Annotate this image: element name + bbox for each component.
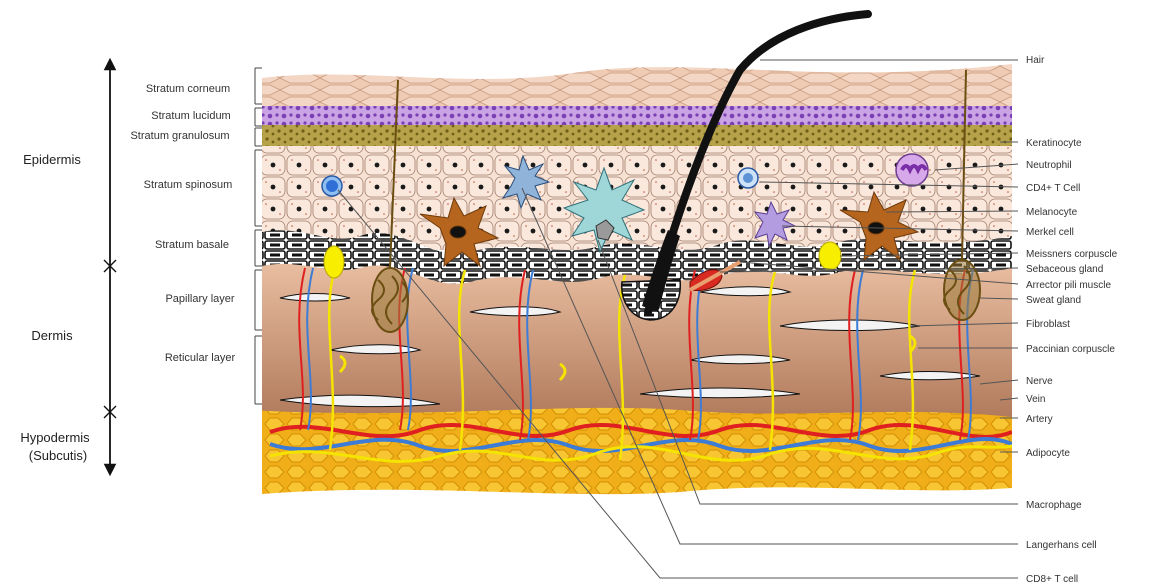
label-langerhans-cell: Langerhans cell [1026,540,1097,551]
meissners-corpuscle-right [819,242,841,270]
label-keratinocyte: Keratinocyte [1026,138,1082,149]
label-sebaceous-gland: Sebaceous gland [1026,264,1103,275]
layer-brackets [255,68,262,404]
layer-label-reticular: Reticular layer [165,352,236,364]
layer-label-stratum-granulosum: Stratum granulosum [130,130,229,142]
layer-label-stratum-lucidum: Stratum lucidum [151,110,230,122]
skin-cross-section [250,60,1020,505]
label-sweat-gland: Sweat gland [1026,295,1081,306]
label-fibroblast: Fibroblast [1026,319,1070,330]
label-vein: Vein [1026,394,1045,405]
adipocyte-layer [250,405,1020,505]
region-label-epidermis: Epidermis [23,152,81,167]
label-nerve: Nerve [1026,376,1053,387]
label-cd4-t-cell: CD4+ T Cell [1026,183,1080,194]
label-neutrophil: Neutrophil [1026,160,1072,171]
label-melanocyte: Melanocyte [1026,207,1078,218]
structure-labels: Hair Keratinocyte Neutrophil CD4+ T Cell… [1026,55,1118,585]
layer-label-stratum-corneum: Stratum corneum [146,83,230,95]
label-arrector-pili-muscle: Arrector pili muscle [1026,280,1111,291]
layer-labels: Stratum corneum Stratum lucidum Stratum … [130,83,235,364]
label-merkel-cell: Merkel cell [1026,227,1074,238]
label-macrophage: Macrophage [1026,500,1082,511]
stratum-lucidum-layer [250,103,1020,125]
layer-label-stratum-basale: Stratum basale [155,239,229,251]
stratum-granulosum-layer [250,122,1020,146]
region-label-subcutis: (Subcutis) [29,448,88,463]
region-label-hypodermis: Hypodermis [20,430,90,445]
layer-label-papillary: Papillary layer [165,293,234,305]
label-cd8-t-cell: CD8+ T cell [1026,574,1078,585]
label-paccinian-corpuscle: Paccinian corpuscle [1026,344,1115,355]
region-label-dermis: Dermis [31,328,73,343]
stratum-corneum-layer [250,60,1020,106]
label-adipocyte: Adipocyte [1026,448,1070,459]
meissners-corpuscle-left [324,246,344,278]
label-artery: Artery [1026,414,1053,425]
region-labels: Epidermis Dermis Hypodermis (Subcutis) [20,152,90,463]
layer-label-stratum-spinosum: Stratum spinosum [144,179,233,191]
label-meissners-corpuscle: Meissners corpuscle [1026,249,1118,260]
label-hair: Hair [1026,55,1045,66]
